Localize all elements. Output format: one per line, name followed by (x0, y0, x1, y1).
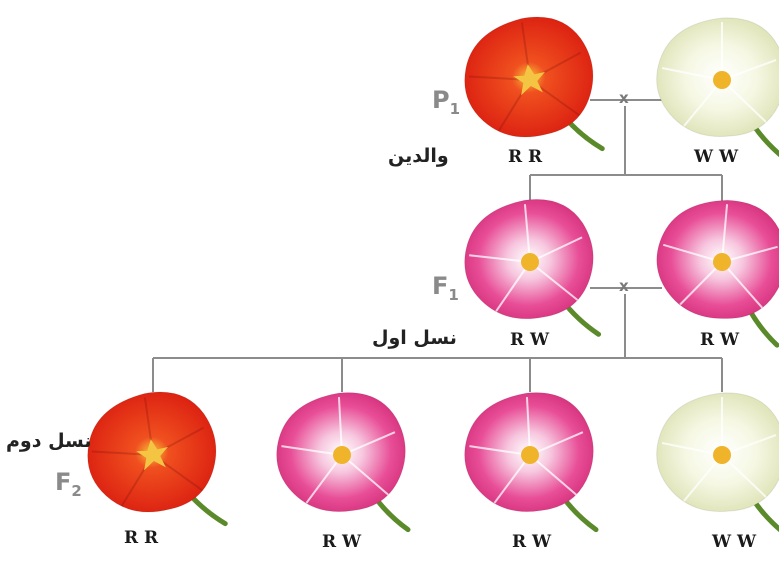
generation-name-parents: والدین (388, 145, 449, 167)
flower-center (713, 71, 731, 89)
petal-vein (721, 245, 778, 263)
flower-center (521, 253, 539, 271)
flower-center (333, 446, 351, 464)
genotype-label: R W (510, 330, 550, 350)
cross-symbol-p1: x (619, 89, 629, 107)
flower-center (713, 253, 731, 271)
petal-vein (469, 445, 531, 456)
flower-white (656, 392, 779, 533)
genotype-label: R W (700, 330, 740, 350)
petal-vein (281, 445, 343, 456)
generation-symbol-p1: P1 (432, 86, 461, 118)
petal-vein (721, 434, 777, 456)
flower-center (513, 64, 546, 96)
petal-vein (341, 454, 389, 496)
genotype-label: W W (694, 147, 739, 167)
flower-red (87, 391, 228, 527)
genotype-label: R W (512, 532, 552, 552)
genotype-label: R W (322, 532, 362, 552)
generation-name-first: نسل اول (372, 327, 457, 349)
petal-vein (341, 431, 396, 456)
flower-center (521, 446, 539, 464)
petal-vein (721, 261, 763, 309)
petal-vein (721, 79, 767, 123)
petal-vein (529, 431, 584, 456)
flower-white (656, 17, 779, 158)
petal-vein (337, 397, 343, 456)
petal-vein (523, 204, 531, 263)
cross-symbol-f1: x (619, 277, 629, 295)
petal-vein (661, 442, 723, 456)
petal-vein (683, 454, 723, 502)
flower-red (464, 16, 605, 152)
flower-center (136, 439, 169, 471)
generation-symbol-f1: F1 (432, 272, 459, 304)
petal-vein (529, 454, 577, 496)
petal-vein (529, 236, 583, 263)
genotype-label: R R (124, 528, 159, 548)
petal-vein (495, 261, 531, 312)
genotype-label: R R (508, 147, 543, 167)
petal-vein (721, 454, 767, 498)
pedigree-lines (152, 99, 723, 392)
petal-vein (305, 454, 343, 504)
petal-vein (662, 243, 723, 263)
generation-symbol-f2: F2 (55, 468, 82, 500)
petal-vein (721, 59, 777, 81)
petal-vein (683, 79, 723, 127)
genotype-label: W W (712, 532, 757, 552)
petal-vein (661, 67, 723, 81)
flower-pink (656, 199, 779, 348)
petal-vein (493, 454, 531, 504)
petal-vein (679, 261, 723, 306)
flowers-layer (87, 16, 779, 533)
petal-vein (525, 397, 531, 456)
flower-center (713, 446, 731, 464)
petal-vein (469, 254, 531, 263)
petal-vein (529, 261, 579, 301)
generation-name-second: نسل دوم (6, 430, 92, 452)
flower-pink (276, 392, 411, 533)
petal-vein (721, 204, 729, 263)
flower-pink (464, 392, 599, 533)
flower-pink (464, 198, 602, 337)
